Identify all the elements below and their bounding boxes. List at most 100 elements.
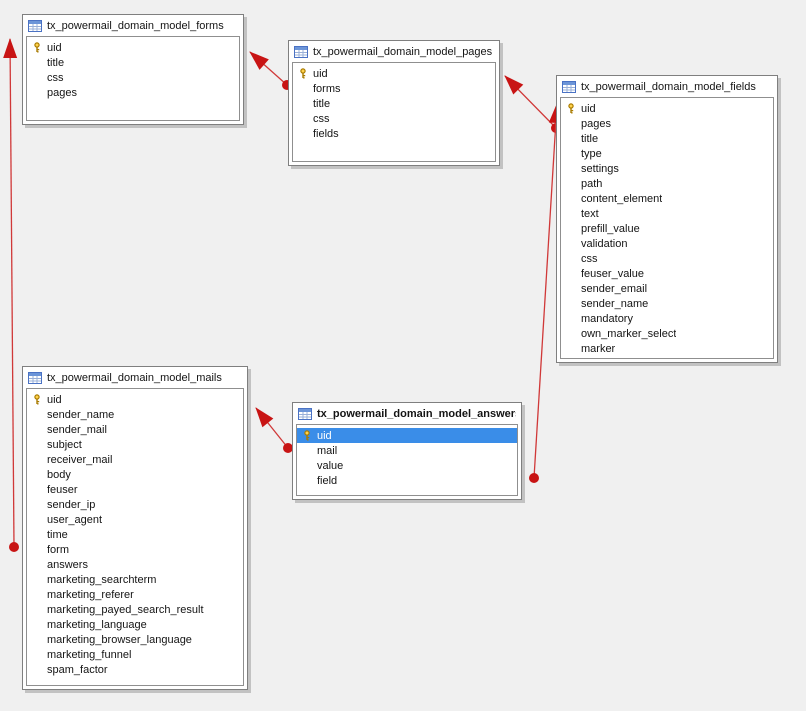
field-row-type[interactable]: type (561, 146, 773, 161)
field-row-css[interactable]: css (561, 251, 773, 266)
key-icon (301, 430, 313, 441)
field-row-path[interactable]: path (561, 176, 773, 191)
field-row-css[interactable]: css (27, 70, 239, 85)
field-row-prefill_value[interactable]: prefill_value (561, 221, 773, 236)
relation-answers-mails[interactable] (255, 407, 293, 453)
key-icon (31, 394, 43, 405)
field-name: feuser (47, 483, 78, 496)
field-name: marketing_referer (47, 588, 134, 601)
field-row-sender_email[interactable]: sender_email (561, 281, 773, 296)
field-row-uid[interactable]: uid (293, 66, 495, 81)
field-row-marketing_language[interactable]: marketing_language (27, 617, 243, 632)
key-icon (565, 103, 577, 114)
field-row-time[interactable]: time (27, 527, 243, 542)
field-name: body (47, 468, 71, 481)
field-row-pages[interactable]: pages (561, 116, 773, 131)
field-name: sender_mail (47, 423, 107, 436)
field-row-title[interactable]: title (293, 96, 495, 111)
table-header-fields[interactable]: tx_powermail_domain_model_fields (557, 76, 777, 97)
field-row-uid[interactable]: uid (27, 392, 243, 407)
field-row-value[interactable]: value (297, 458, 517, 473)
field-name: marketing_browser_language (47, 633, 192, 646)
relation-answers-fields[interactable] (529, 103, 563, 483)
field-row-marker[interactable]: marker (561, 341, 773, 356)
field-name: subject (47, 438, 82, 451)
field-row-settings[interactable]: settings (561, 161, 773, 176)
field-name: marketing_funnel (47, 648, 132, 661)
field-row-text[interactable]: text (561, 206, 773, 221)
field-row-subject[interactable]: subject (27, 437, 243, 452)
field-row-css[interactable]: css (293, 111, 495, 126)
field-row-uid[interactable]: uid (27, 40, 239, 55)
field-name: prefill_value (581, 222, 640, 235)
field-row-sender_name[interactable]: sender_name (27, 407, 243, 422)
field-row-mail[interactable]: mail (297, 443, 517, 458)
field-row-sender_mail[interactable]: sender_mail (27, 422, 243, 437)
field-name: uid (313, 67, 328, 80)
field-row-form[interactable]: form (27, 542, 243, 557)
field-row-receiver_mail[interactable]: receiver_mail (27, 452, 243, 467)
field-name: text (581, 207, 599, 220)
field-name: uid (317, 429, 332, 442)
field-row-mandatory[interactable]: mandatory (561, 311, 773, 326)
field-name: sender_ip (47, 498, 96, 511)
field-name: spam_factor (47, 663, 108, 676)
field-row-uid[interactable]: uid (561, 101, 773, 116)
field-row-own_marker_select[interactable]: own_marker_select (561, 326, 773, 341)
field-row-sender_name[interactable]: sender_name (561, 296, 773, 311)
table-header-mails[interactable]: tx_powermail_domain_model_mails (23, 367, 247, 388)
field-row-user_agent[interactable]: user_agent (27, 512, 243, 527)
field-row-validation[interactable]: validation (561, 236, 773, 251)
field-name: feuser_value (581, 267, 644, 280)
field-name: css (581, 252, 598, 265)
field-name: sender_email (581, 282, 648, 295)
key-icon (31, 42, 43, 53)
field-name: css (47, 71, 64, 84)
field-row-title[interactable]: title (561, 131, 773, 146)
field-row-content_element[interactable]: content_element (561, 191, 773, 206)
field-row-marketing_funnel[interactable]: marketing_funnel (27, 647, 243, 662)
field-row-field[interactable]: field (297, 473, 517, 488)
table-icon (294, 45, 308, 58)
relation-fields-pages[interactable] (504, 75, 561, 133)
relation-pages-forms[interactable] (249, 51, 292, 90)
field-name: receiver_mail (47, 453, 113, 466)
field-name: validation (581, 237, 628, 250)
field-row-body[interactable]: body (27, 467, 243, 482)
field-row-sender_ip[interactable]: sender_ip (27, 497, 243, 512)
field-row-pages[interactable]: pages (27, 85, 239, 100)
field-row-uid[interactable]: uid (297, 428, 517, 443)
field-row-feuser[interactable]: feuser (27, 482, 243, 497)
field-name: uid (47, 393, 62, 406)
field-row-feuser_value[interactable]: feuser_value (561, 266, 773, 281)
table-title: tx_powermail_domain_model_pages (313, 45, 493, 58)
table-header-forms[interactable]: tx_powermail_domain_model_forms (23, 15, 243, 36)
field-row-spam_factor[interactable]: spam_factor (27, 662, 243, 677)
field-row-marketing_payed_search_result[interactable]: marketing_payed_search_result (27, 602, 243, 617)
table-header-answers[interactable]: tx_powermail_domain_model_answers (293, 403, 521, 424)
field-row-marketing_referer[interactable]: marketing_referer (27, 587, 243, 602)
field-row-fields[interactable]: fields (293, 126, 495, 141)
field-name: sender_name (47, 408, 115, 421)
field-name: title (47, 56, 65, 69)
field-row-marketing_searchterm[interactable]: marketing_searchterm (27, 572, 243, 587)
table-header-pages[interactable]: tx_powermail_domain_model_pages (289, 41, 499, 62)
key-icon (297, 68, 309, 79)
field-name: fields (313, 127, 339, 140)
field-row-forms[interactable]: forms (293, 81, 495, 96)
table-title: tx_powermail_domain_model_fields (581, 80, 756, 93)
field-name: marketing_searchterm (47, 573, 157, 586)
field-row-title[interactable]: title (27, 55, 239, 70)
table-icon (562, 80, 576, 93)
field-name: css (313, 112, 330, 125)
field-row-marketing_browser_language[interactable]: marketing_browser_language (27, 632, 243, 647)
table-title: tx_powermail_domain_model_forms (47, 19, 224, 32)
relation-mails-forms[interactable] (3, 38, 19, 552)
field-name: type (581, 147, 602, 160)
field-row-answers[interactable]: answers (27, 557, 243, 572)
